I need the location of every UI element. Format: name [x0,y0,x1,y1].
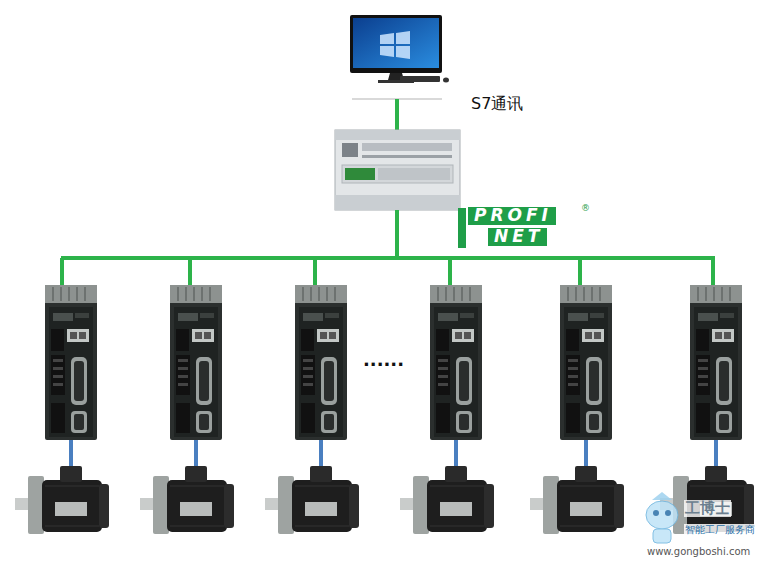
logo-text: PROFI [468,207,556,225]
watermark-text: 工博士 [684,500,731,517]
watermark-text: www.gongboshi.com [646,546,751,558]
watermark-text: 智能工厂服务商 [684,524,756,536]
ellipsis-mark: ...... [362,350,405,371]
trademark-mark: ® [580,203,591,213]
profinet-logo: PROFI NET [468,207,558,248]
link-label: S7通讯 [470,95,524,113]
logo-text: NET [488,228,547,246]
